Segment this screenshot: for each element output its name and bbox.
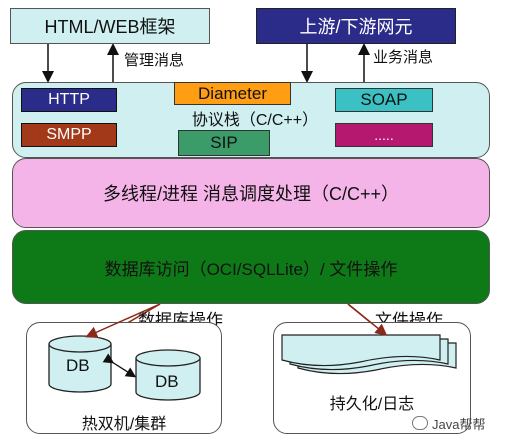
watermark-text: Java帮帮	[432, 416, 486, 432]
db-sync-arrow-front	[102, 353, 137, 378]
db-cylinder-2-front	[135, 349, 201, 401]
html-web-label: HTML/WEB框架	[44, 17, 176, 37]
cluster-label: 热双机/集群	[81, 416, 167, 433]
biz-msg-label: 业务消息	[373, 49, 434, 66]
mgmt-msg-label: 管理消息	[124, 52, 185, 69]
db-op-arrow-front	[85, 303, 161, 338]
db-label-2: DB	[155, 372, 179, 391]
protocol-soap: SOAP	[335, 88, 433, 112]
protocol-http: HTTP	[21, 88, 117, 112]
db-label-1: DB	[66, 356, 90, 375]
upstream-label: 上游/下游网元	[299, 17, 413, 37]
protocol-smpp: SMPP	[21, 123, 117, 147]
file-op-arrow-front	[347, 303, 388, 336]
wechat-icon	[412, 416, 428, 430]
persistence-label: 持久化/日志	[329, 396, 415, 413]
html-web-framework-box: HTML/WEB框架	[10, 8, 210, 44]
db-file-layer: 数据库访问（OCI/SQLLite）/ 文件操作	[12, 230, 490, 304]
protocol-sip: SIP	[178, 130, 270, 156]
watermark: Java帮帮	[412, 412, 512, 434]
scheduling-label: 多线程/进程 消息调度处理（C/C++）	[102, 184, 400, 204]
protocol-stack-label: 协议栈（C/C++）	[191, 112, 319, 129]
db-cylinder-1-front	[48, 335, 112, 393]
scheduling-layer: 多线程/进程 消息调度处理（C/C++）	[12, 158, 490, 228]
db-file-label: 数据库访问（OCI/SQLLite）/ 文件操作	[104, 259, 398, 279]
protocol-diameter: Diameter	[174, 82, 291, 105]
upstream-downstream-box: 上游/下游网元	[256, 8, 456, 44]
protocol-more: .....	[335, 123, 433, 147]
document-stack-front	[281, 334, 457, 375]
